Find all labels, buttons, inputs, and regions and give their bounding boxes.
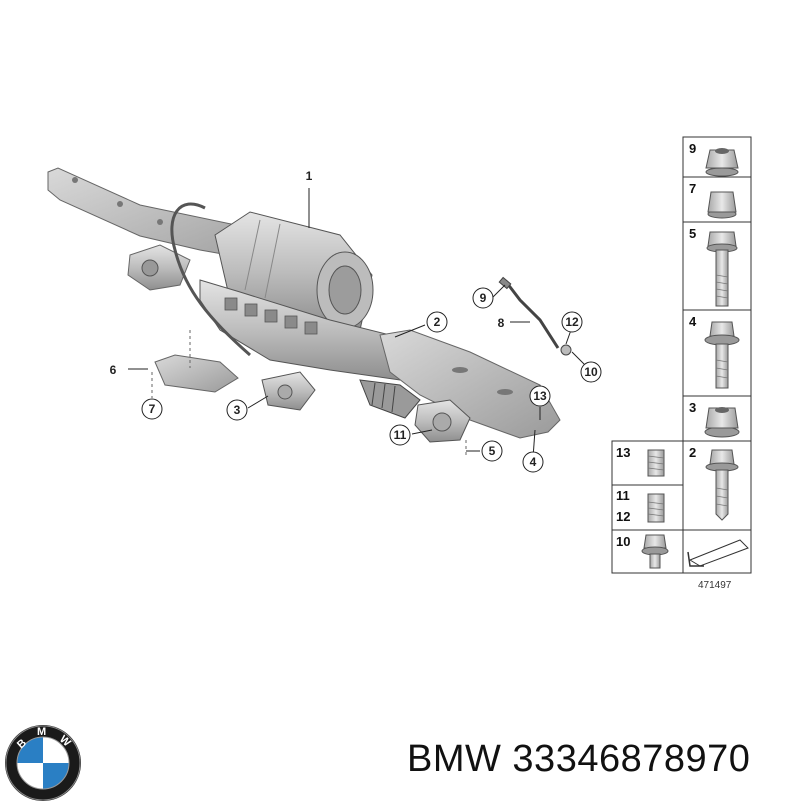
callout-5: 5 [481,440,503,462]
svg-text:4: 4 [530,455,537,469]
callout-10: 10 [580,361,602,383]
callout-9: 9 [472,287,494,309]
nut-7 [707,191,737,219]
insert-13 [647,449,665,477]
table-cell-7: 7 [689,181,696,196]
callout-13: 13 [529,385,551,407]
table-cell-4: 4 [689,314,697,329]
svg-text:M: M [37,726,46,738]
callout-4: 4 [522,451,544,473]
svg-text:7: 7 [149,402,156,416]
svg-text:1: 1 [306,169,313,183]
table-cell-13: 13 [616,445,630,460]
crossmember-right [379,329,561,439]
product-caption: BMW 33346878970 [407,738,751,780]
table-cell-10: 10 [616,534,630,549]
svg-text:11: 11 [394,428,407,442]
flange-nut-3 [704,407,740,438]
table-cell-12: 12 [616,509,630,524]
bolt-4 [704,321,740,389]
svg-text:13: 13 [533,389,547,403]
callout-11: 11 [389,424,411,446]
svg-text:2: 2 [434,315,441,329]
bolt-2 [705,449,739,521]
left-mount [127,244,191,291]
callout-8: 8 [498,316,505,330]
wire-harness [170,202,251,357]
tie-rod-boot [359,379,421,419]
table-cell-5: 5 [689,226,696,241]
heat-shield [154,354,239,393]
bolt-5 [706,231,738,307]
callout-7: 7 [141,398,163,420]
ground-cable [498,276,572,356]
callout-2: 2 [426,311,448,333]
reference-number: 471497 [698,580,732,591]
svg-text:10: 10 [584,365,598,379]
callout-1: 1 [306,169,313,183]
parts-table: 9 7 5 4 3 2 13 11 12 10 [611,136,752,591]
svg-text:9: 9 [480,291,487,305]
svg-text:5: 5 [489,444,496,458]
svg-text:12: 12 [565,315,579,329]
svg-text:8: 8 [498,316,505,330]
svg-text:6: 6 [110,363,117,377]
callout-3: 3 [226,399,248,421]
callout-6: 6 [110,363,117,377]
bmw-logo: B M W [5,725,81,801]
table-cell-3: 3 [689,400,696,415]
table-cell-9: 9 [689,141,696,156]
steering-gear-assembly [47,167,572,458]
bolt-10 [641,534,669,569]
flange-nut-9 [705,148,739,177]
direction-arrow-icon [687,539,749,567]
svg-text:3: 3 [234,403,241,417]
table-cell-2: 2 [689,445,696,460]
callout-12: 12 [561,311,583,333]
insert-11-12 [647,493,665,523]
table-cell-11: 11 [616,488,630,503]
